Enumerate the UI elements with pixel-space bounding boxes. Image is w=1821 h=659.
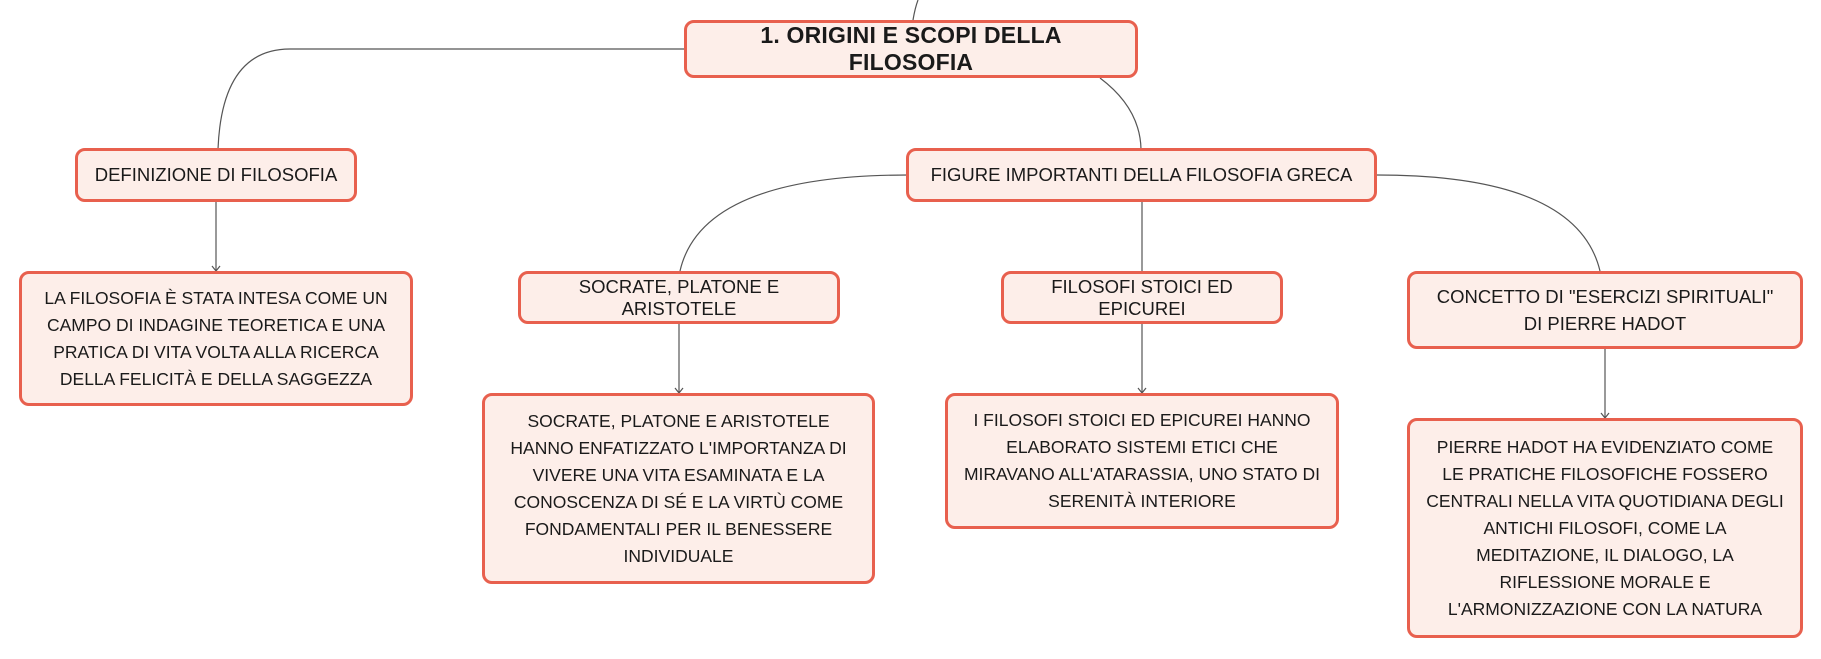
detail-hadot-text: PIERRE HADOT HA EVIDENZIATO COME LE PRAT… bbox=[1426, 436, 1784, 619]
topic-socrate-node[interactable]: SOCRATE, PLATONE E ARISTOTELE bbox=[518, 271, 840, 324]
detail-definizione-text: LA FILOSOFIA È STATA INTESA COME UN CAMP… bbox=[44, 287, 388, 389]
connector-root-definizione bbox=[217, 48, 686, 150]
connector-root-figure bbox=[1099, 77, 1142, 150]
topic-socrate-label: SOCRATE, PLATONE E ARISTOTELE bbox=[578, 275, 780, 319]
detail-stoici-node[interactable]: I FILOSOFI STOICI ED EPICUREI HANNO ELAB… bbox=[945, 393, 1339, 529]
topic-figure-node[interactable]: FIGURE IMPORTANTI DELLA FILOSOFIA GRECA bbox=[906, 148, 1377, 202]
detail-stoici-text: I FILOSOFI STOICI ED EPICUREI HANNO ELAB… bbox=[963, 410, 1320, 511]
topic-definizione-label: DEFINIZIONE DI FILOSOFIA bbox=[94, 164, 338, 185]
connector-root-parent bbox=[912, 0, 919, 21]
topic-definizione-node[interactable]: DEFINIZIONE DI FILOSOFIA bbox=[75, 148, 357, 202]
topic-hadot-node[interactable]: CONCETTO DI "ESERCIZI SPIRITUALI" DI PIE… bbox=[1407, 271, 1803, 349]
topic-stoici-label: FILOSOFI STOICI ED EPICUREI bbox=[1051, 275, 1233, 319]
root-topic-node[interactable]: 1. ORIGINI E SCOPI DELLA FILOSOFIA bbox=[684, 20, 1138, 78]
topic-stoici-node[interactable]: FILOSOFI STOICI ED EPICUREI bbox=[1001, 271, 1283, 324]
topic-hadot-label: CONCETTO DI "ESERCIZI SPIRITUALI" DI PIE… bbox=[1436, 286, 1774, 334]
detail-hadot-node[interactable]: PIERRE HADOT HA EVIDENZIATO COME LE PRAT… bbox=[1407, 418, 1803, 638]
topic-figure-label: FIGURE IMPORTANTI DELLA FILOSOFIA GRECA bbox=[930, 164, 1353, 185]
detail-definizione-node[interactable]: LA FILOSOFIA È STATA INTESA COME UN CAMP… bbox=[19, 271, 413, 406]
connector-figure-hadot bbox=[1376, 174, 1601, 272]
detail-socrate-node[interactable]: SOCRATE, PLATONE E ARISTOTELE HANNO ENFA… bbox=[482, 393, 875, 584]
detail-socrate-text: SOCRATE, PLATONE E ARISTOTELE HANNO ENFA… bbox=[510, 410, 847, 566]
connector-figure-socrate bbox=[679, 174, 909, 272]
root-topic-label: 1. ORIGINI E SCOPI DELLA FILOSOFIA bbox=[760, 22, 1062, 75]
